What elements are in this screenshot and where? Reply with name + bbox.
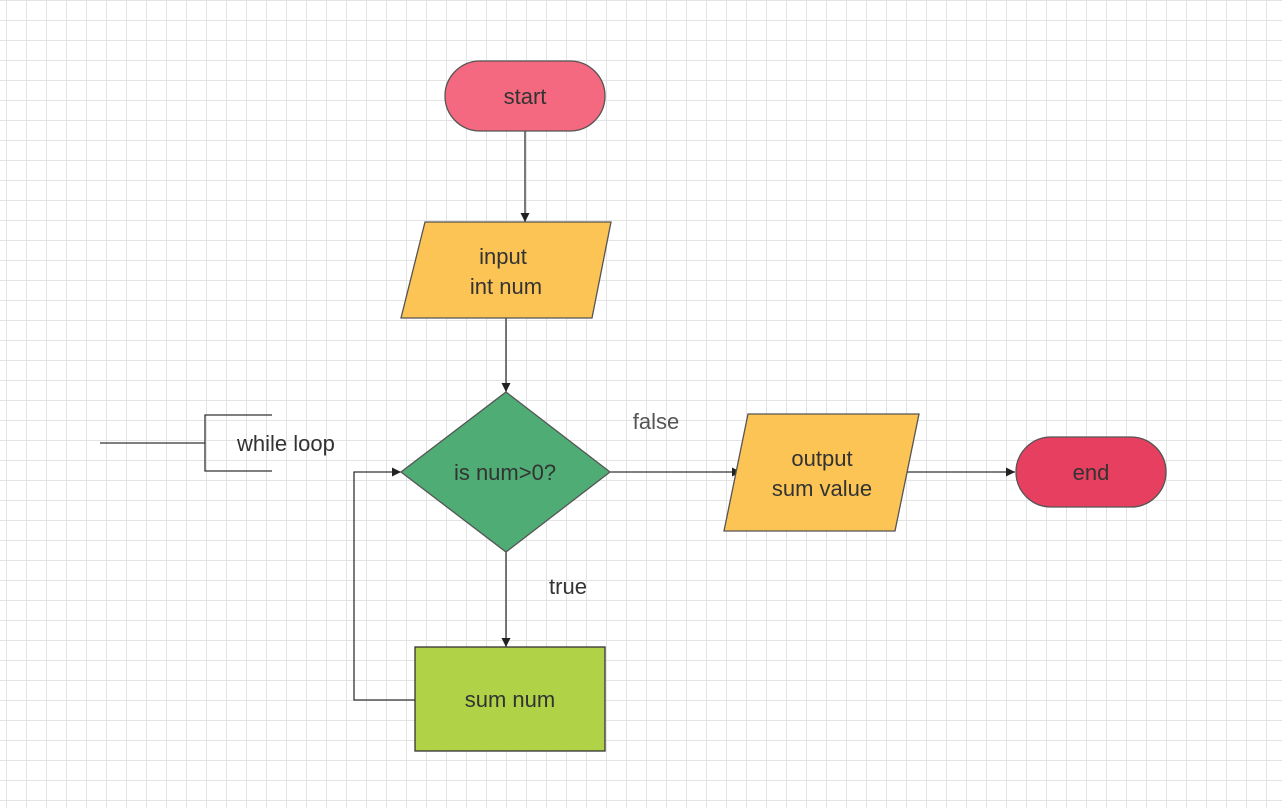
start-label: start — [504, 84, 547, 109]
input-label-line2: int num — [470, 274, 542, 299]
decision-shape — [399, 391, 612, 553]
node-sum[interactable]: sum num — [414, 646, 606, 752]
node-start[interactable]: start — [444, 60, 606, 132]
end-label: end — [1073, 460, 1110, 485]
annotation-label: while loop — [236, 431, 335, 456]
node-decision[interactable]: is num>0? — [399, 391, 612, 553]
sum-label: sum num — [465, 687, 555, 712]
node-input[interactable]: input int num — [400, 221, 612, 319]
decision-label: is num>0? — [454, 460, 556, 485]
node-output[interactable]: output sum value — [723, 413, 920, 532]
node-end[interactable]: end — [1015, 436, 1167, 508]
input-shape — [400, 221, 612, 319]
sum-shape — [414, 646, 606, 752]
start-shape — [444, 60, 606, 132]
edge-label-false: false — [633, 409, 679, 434]
input-label-line1: input — [479, 244, 527, 269]
output-shape — [723, 413, 920, 532]
annotation-while-loop[interactable]: while loop — [100, 414, 335, 472]
edge-sum-loop-back[interactable] — [353, 467, 415, 701]
output-label-line1: output — [791, 446, 852, 471]
end-shape — [1015, 436, 1167, 508]
output-label-line2: sum value — [772, 476, 872, 501]
annotation-bracket — [204, 414, 272, 472]
edge-label-true: true — [549, 574, 587, 599]
